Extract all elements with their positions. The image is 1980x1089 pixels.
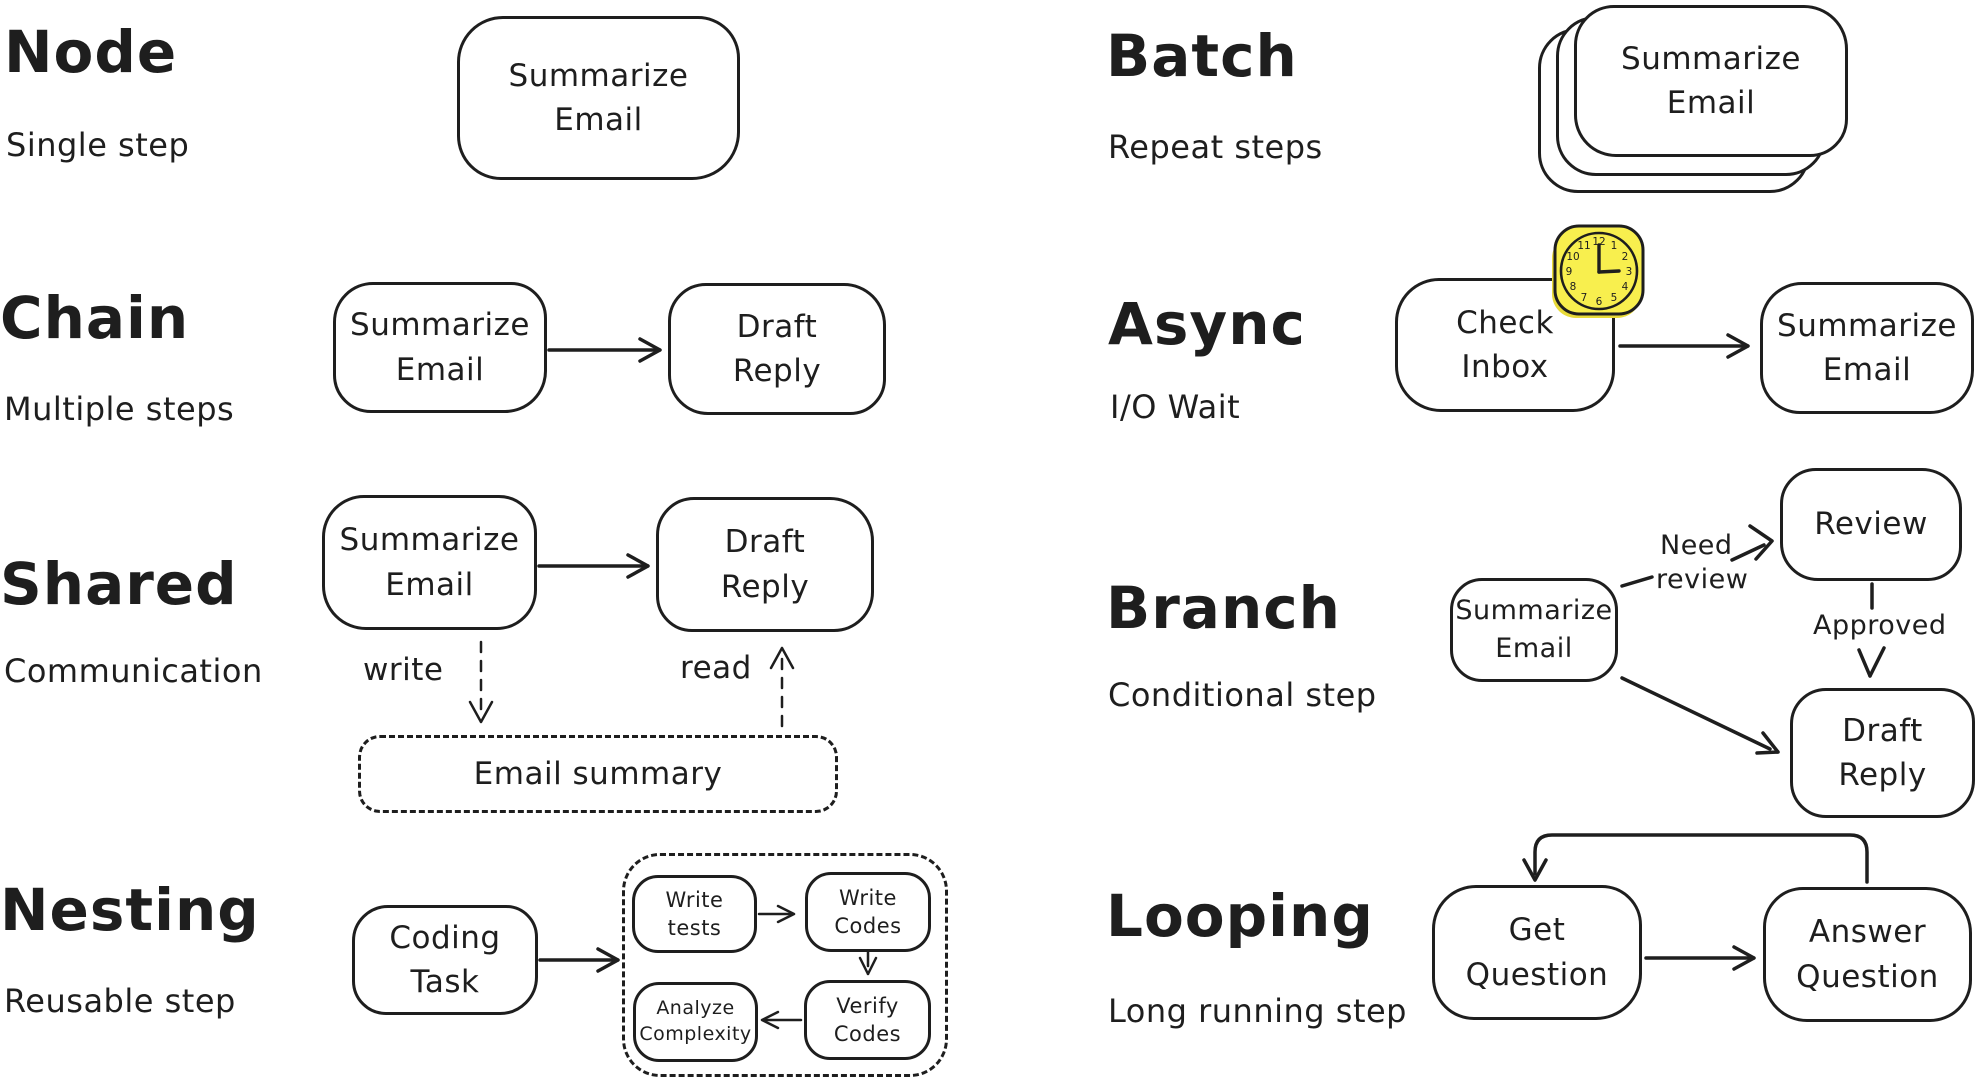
batch-summarize-email-box: Summarize Email bbox=[1574, 5, 1848, 157]
branch-summarize-email-box: Summarize Email bbox=[1450, 578, 1618, 682]
svg-text:9: 9 bbox=[1566, 266, 1573, 278]
shared-draft-reply-box: Draft Reply bbox=[656, 497, 874, 632]
looping-answer-question-box: Answer Question bbox=[1763, 887, 1972, 1022]
looping-section-title: Looping bbox=[1106, 882, 1374, 950]
nesting-arrow bbox=[538, 947, 620, 973]
batch-section-title: Batch bbox=[1106, 22, 1298, 90]
async-arrow bbox=[1618, 333, 1750, 359]
shared-read-arrow bbox=[769, 646, 795, 728]
svg-text:8: 8 bbox=[1570, 281, 1577, 293]
node-section-subtitle: Single step bbox=[6, 126, 190, 164]
node-summarize-email-box: Summarize Email bbox=[457, 16, 740, 180]
async-section-subtitle: I/O Wait bbox=[1110, 388, 1241, 426]
svg-text:10: 10 bbox=[1566, 251, 1579, 263]
svg-text:1: 1 bbox=[1611, 240, 1618, 252]
batch-section-subtitle: Repeat steps bbox=[1108, 128, 1323, 166]
shared-section-subtitle: Communication bbox=[4, 652, 263, 690]
async-summarize-email-box: Summarize Email bbox=[1760, 282, 1974, 414]
looping-loopback-arrow bbox=[1522, 833, 1869, 884]
svg-text:5: 5 bbox=[1611, 292, 1618, 304]
nesting-section-title: Nesting bbox=[0, 876, 260, 944]
svg-text:7: 7 bbox=[1581, 292, 1588, 304]
node-section-title: Node bbox=[4, 18, 178, 86]
shared-email-summary-store: Email summary bbox=[358, 735, 838, 813]
chain-section-subtitle: Multiple steps bbox=[4, 390, 235, 428]
chain-summarize-email-box: Summarize Email bbox=[333, 282, 547, 413]
shared-arrow bbox=[537, 553, 650, 579]
shared-read-label: read bbox=[680, 650, 752, 686]
looping-section-subtitle: Long running step bbox=[1108, 992, 1407, 1030]
svg-text:11: 11 bbox=[1577, 240, 1590, 252]
shared-write-label: write bbox=[363, 652, 444, 688]
nesting-write-codes-box: Write Codes bbox=[805, 872, 931, 952]
branch-section-title: Branch bbox=[1106, 574, 1341, 642]
svg-text:2: 2 bbox=[1622, 251, 1629, 263]
nesting-analyze-complexity-box: Analyze Complexity bbox=[633, 982, 758, 1062]
svg-text:4: 4 bbox=[1622, 281, 1629, 293]
branch-need-review-arrow bbox=[1730, 524, 1774, 562]
branch-need-label: Need bbox=[1660, 530, 1733, 561]
chain-draft-reply-box: Draft Reply bbox=[668, 283, 886, 415]
chain-arrow bbox=[547, 337, 662, 363]
svg-text:6: 6 bbox=[1596, 296, 1603, 308]
nesting-verify-codes-box: Verify Codes bbox=[804, 980, 931, 1060]
nesting-write-tests-box: Write tests bbox=[632, 875, 757, 953]
looping-get-question-box: Get Question bbox=[1432, 885, 1642, 1020]
branch-review-box: Review bbox=[1780, 468, 1962, 581]
branch-need-review-dash bbox=[1620, 575, 1654, 588]
shared-write-arrow bbox=[468, 640, 494, 724]
async-section-title: Async bbox=[1108, 290, 1306, 358]
branch-section-subtitle: Conditional step bbox=[1108, 676, 1377, 714]
branch-approved-label: Approved bbox=[1813, 610, 1947, 641]
nesting-section-subtitle: Reusable step bbox=[4, 982, 236, 1020]
looping-forward-arrow bbox=[1644, 945, 1756, 971]
shared-summarize-email-box: Summarize Email bbox=[322, 495, 537, 630]
branch-draft-reply-box: Draft Reply bbox=[1790, 688, 1975, 818]
svg-text:3: 3 bbox=[1626, 266, 1633, 278]
svg-text:12: 12 bbox=[1592, 236, 1605, 248]
nesting-coding-task-box: Coding Task bbox=[352, 905, 538, 1015]
chain-section-title: Chain bbox=[0, 284, 190, 352]
nesting-flow-container bbox=[622, 853, 948, 1077]
branch-review-label: review bbox=[1656, 564, 1749, 595]
branch-direct-arrow bbox=[1620, 676, 1780, 755]
shared-section-title: Shared bbox=[0, 550, 238, 618]
